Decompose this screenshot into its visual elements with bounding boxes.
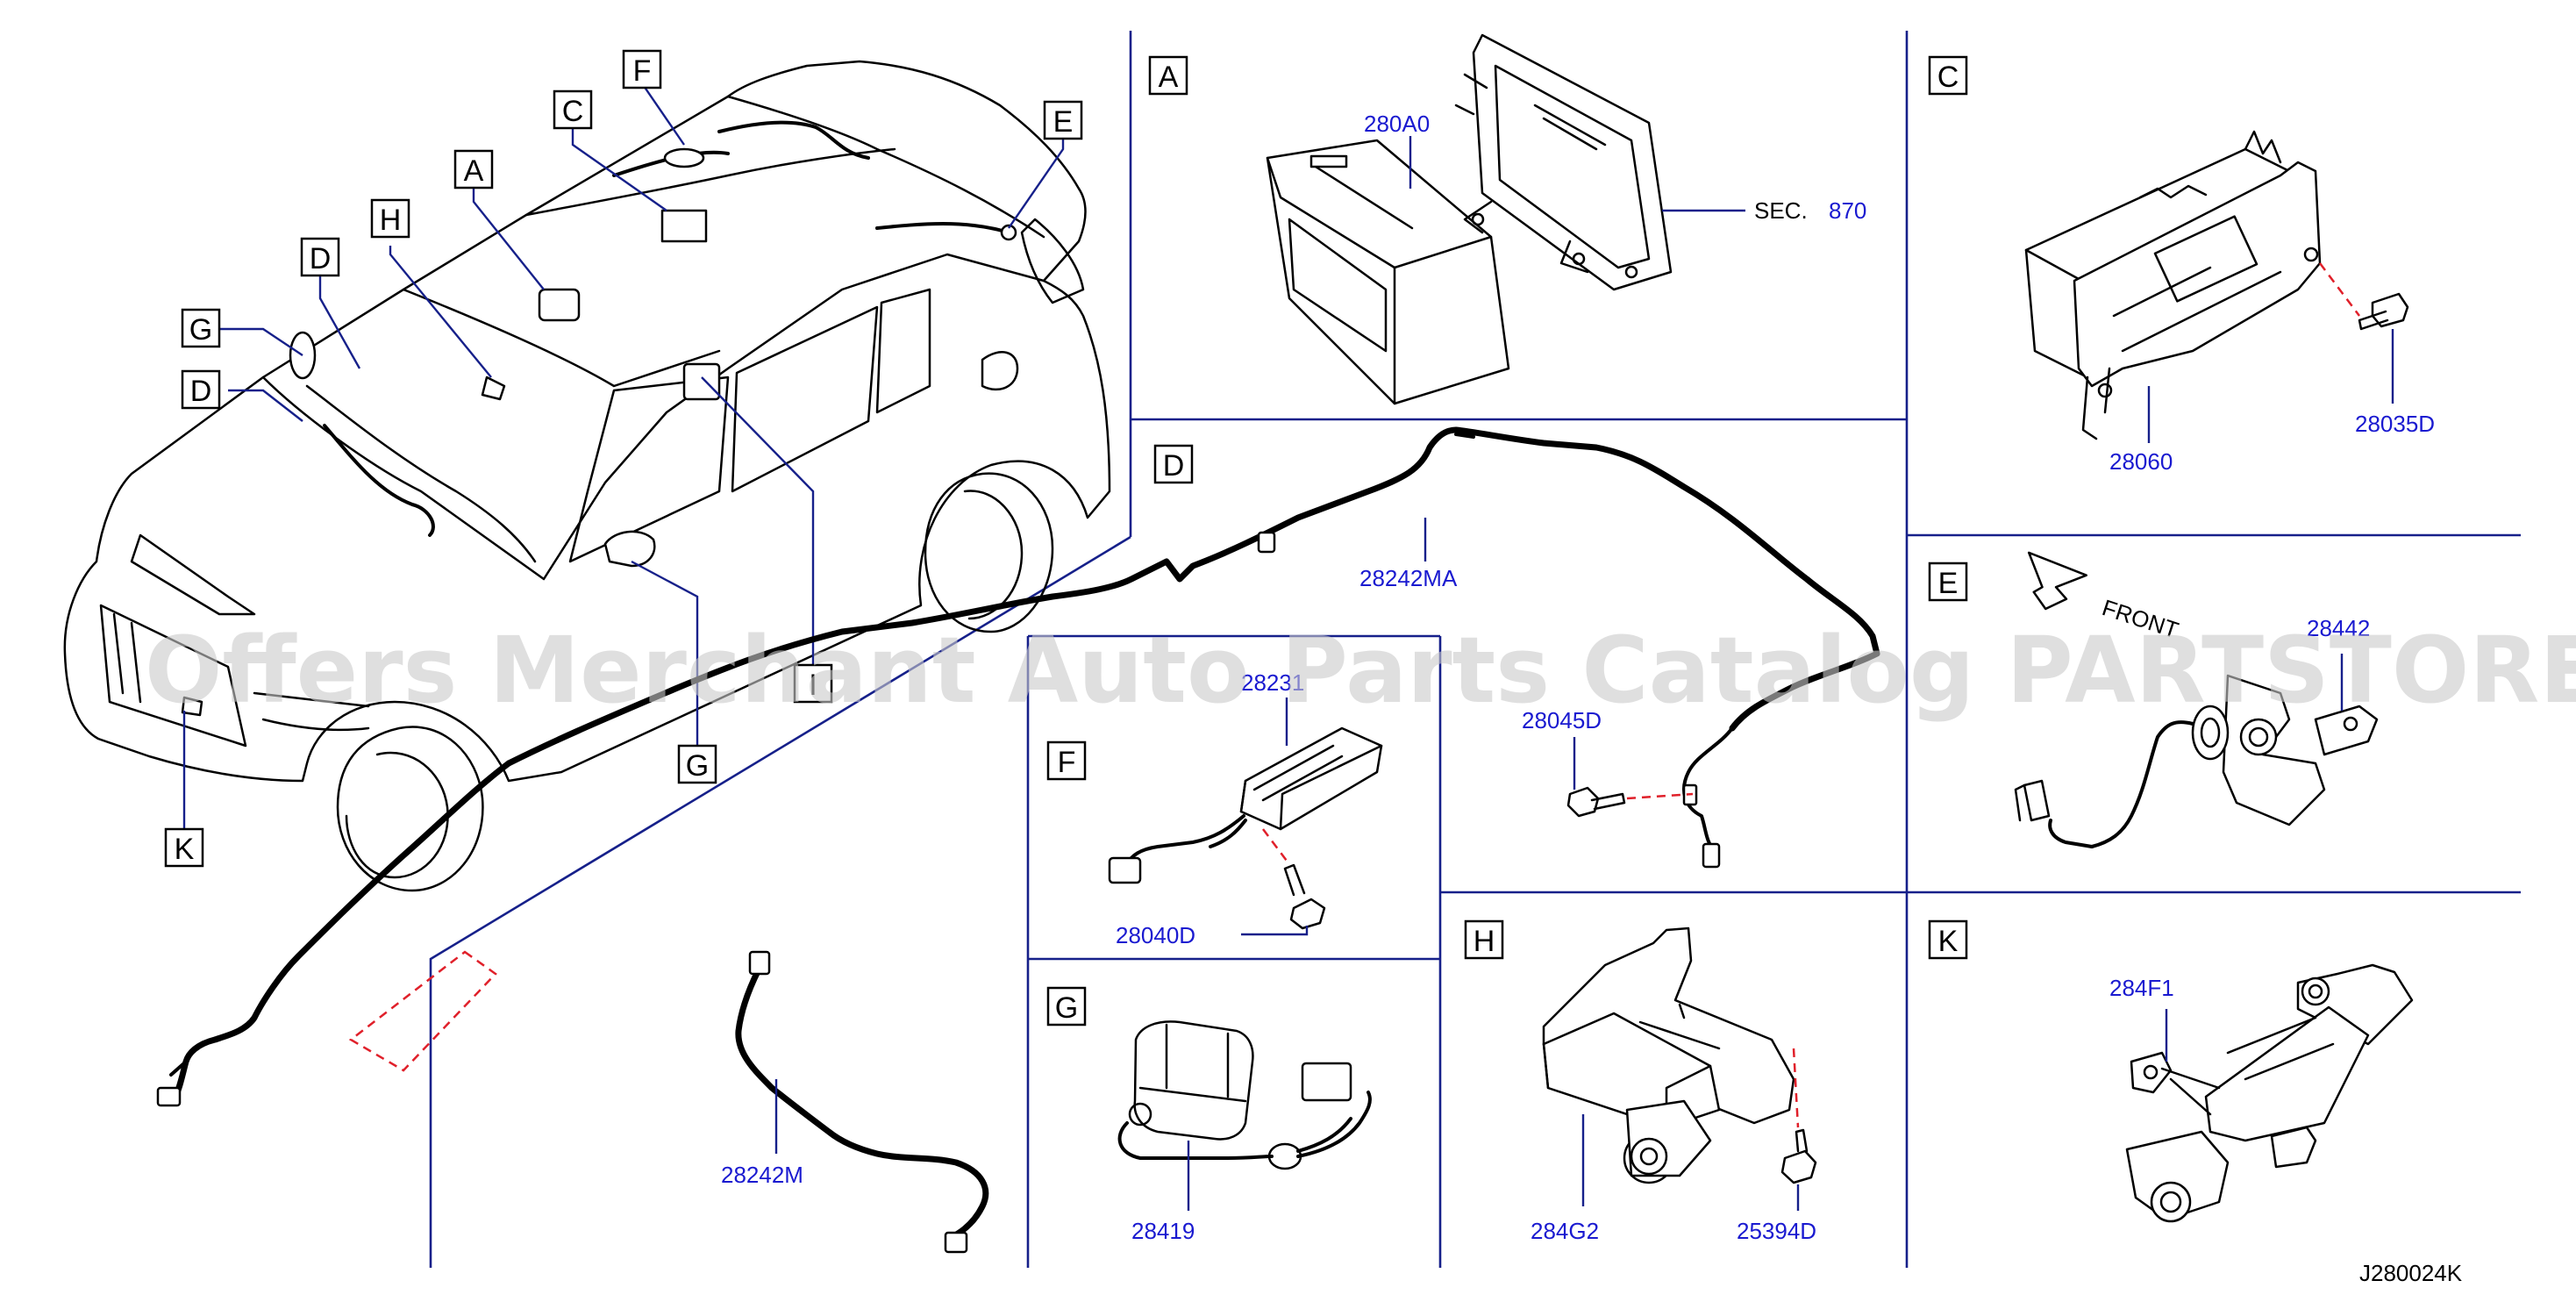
callout-f: F: [622, 49, 662, 89]
svg-text:F: F: [633, 54, 652, 88]
svg-text:I: I: [809, 669, 817, 702]
callout-c: C: [553, 89, 593, 130]
section-label-c: C: [1928, 55, 1968, 96]
callout-h: H: [370, 198, 410, 239]
svg-text:H: H: [380, 204, 402, 237]
svg-text:F: F: [1058, 746, 1076, 779]
section-label-e: E: [1928, 562, 1968, 602]
part-number-28035d: 28035D: [2355, 411, 2435, 437]
svg-text:K: K: [1938, 925, 1959, 958]
svg-text:A: A: [1159, 61, 1179, 94]
part-number-284g2: 284G2: [1531, 1218, 1599, 1244]
vehicle-overview: [63, 60, 1111, 892]
svg-text:G: G: [686, 749, 709, 783]
section-g-parts: 28419: [1117, 1020, 1372, 1244]
part-number-28060: 28060: [2109, 448, 2173, 475]
part-number-280a0: 280A0: [1364, 111, 1430, 137]
part-number-28242ma: 28242MA: [1359, 565, 1458, 591]
svg-text:G: G: [1055, 991, 1078, 1025]
svg-text:D: D: [190, 375, 212, 408]
section-label-k: K: [1928, 919, 1968, 960]
part-number-28040d: 28040D: [1116, 922, 1195, 948]
svg-text:C: C: [1937, 61, 1959, 94]
part-number-28442: 28442: [2307, 615, 2370, 641]
svg-text:E: E: [1938, 567, 1959, 600]
watermark: Offers Merchant Auto Parts Catalog PARTS…: [145, 617, 2576, 724]
part-number-28231: 28231: [1241, 669, 1304, 696]
part-number-28045d: 28045D: [1522, 707, 1602, 733]
part-number-284f1: 284F1: [2109, 975, 2174, 1001]
diagram-code: J280024K: [2359, 1260, 2463, 1286]
sec-label: SEC.: [1754, 197, 1808, 224]
callout-k: K: [164, 827, 204, 868]
section-d-parts: 28242MA 28045D 28242M: [156, 426, 1880, 1254]
part-number-28419: 28419: [1131, 1218, 1195, 1244]
svg-text:E: E: [1053, 105, 1074, 139]
section-label-f: F: [1046, 740, 1087, 781]
callout-d-upper: D: [300, 237, 340, 277]
svg-text:D: D: [1163, 449, 1185, 483]
callout-i: I: [793, 663, 833, 704]
section-label-a: A: [1148, 55, 1188, 96]
section-h-parts: 284G2 25394D: [1531, 926, 1817, 1244]
svg-text:D: D: [310, 242, 332, 275]
section-label-h: H: [1464, 919, 1504, 960]
section-label-d: D: [1153, 444, 1194, 484]
sec-number: 870: [1829, 197, 1866, 224]
callout-a: A: [453, 149, 494, 190]
vehicle-callouts: F C A H D G D E I G K: [164, 49, 1083, 868]
svg-text:H: H: [1474, 925, 1495, 958]
section-frame: [429, 31, 2521, 1268]
callout-d-lower: D: [181, 369, 221, 410]
section-f-parts: 28231 28040D: [1108, 669, 1383, 948]
callout-g-lower: G: [677, 744, 717, 784]
callout-e: E: [1043, 100, 1083, 140]
svg-text:K: K: [175, 833, 195, 866]
part-number-28242m: 28242M: [721, 1162, 803, 1188]
part-number-25394d: 25394D: [1737, 1218, 1816, 1244]
callout-g-upper: G: [181, 308, 221, 348]
svg-text:C: C: [562, 95, 584, 128]
section-c-parts: 28060 28035D: [2024, 130, 2435, 475]
svg-text:A: A: [464, 154, 484, 188]
svg-text:G: G: [189, 313, 212, 347]
section-a-parts: 280A0 SEC. 870: [1266, 33, 1866, 405]
section-k-parts: 284F1: [2109, 963, 2414, 1223]
section-e-parts: FRONT 28442: [2014, 551, 2379, 848]
section-label-g: G: [1046, 986, 1087, 1027]
